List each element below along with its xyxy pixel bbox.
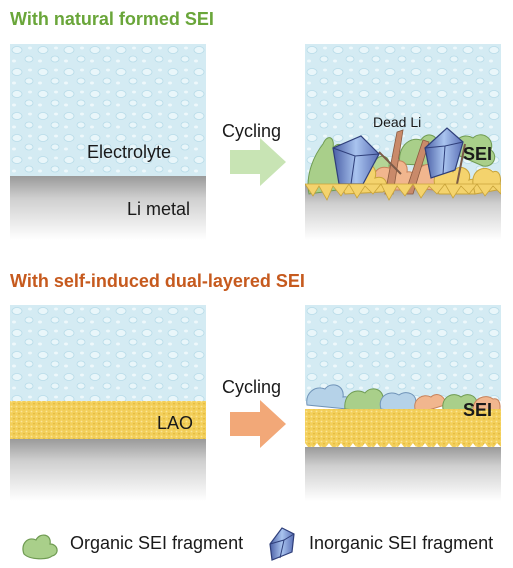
legend-organic-label: Organic SEI fragment xyxy=(70,533,244,553)
sei-label-top: SEI xyxy=(463,144,493,164)
inorganic-crystal-icon xyxy=(268,524,298,562)
inorganic-crystal xyxy=(424,127,464,179)
lao-layer xyxy=(10,401,206,439)
cycling-label-top: Cycling xyxy=(222,121,282,141)
heading-dual-layered-sei: With self-induced dual-layered SEI xyxy=(10,271,305,291)
lao-label: LAO xyxy=(157,413,194,433)
organic-fragment-icon xyxy=(20,528,60,560)
uniform-sei-panel xyxy=(305,305,501,501)
cycling-arrow-top xyxy=(230,138,286,191)
dendrite-panel xyxy=(305,44,501,240)
dead-li-label: Dead Li xyxy=(373,114,422,130)
cycling-arrow-bottom xyxy=(230,400,286,453)
li-metal-label: Li metal xyxy=(127,199,191,219)
electrolyte-metal-panel-top xyxy=(10,44,206,240)
cycling-label-bottom: Cycling xyxy=(222,377,282,397)
legend-inorganic-label: Inorganic SEI fragment xyxy=(309,533,494,553)
heading-natural-sei: With natural formed SEI xyxy=(10,9,214,29)
electrolyte-region xyxy=(10,44,206,176)
li-metal-region xyxy=(10,176,206,240)
lao-panel xyxy=(10,305,206,501)
inorganic-crystal xyxy=(332,135,380,185)
sei-label-bottom: SEI xyxy=(463,400,493,420)
electrolyte-label: Electrolyte xyxy=(87,142,172,162)
